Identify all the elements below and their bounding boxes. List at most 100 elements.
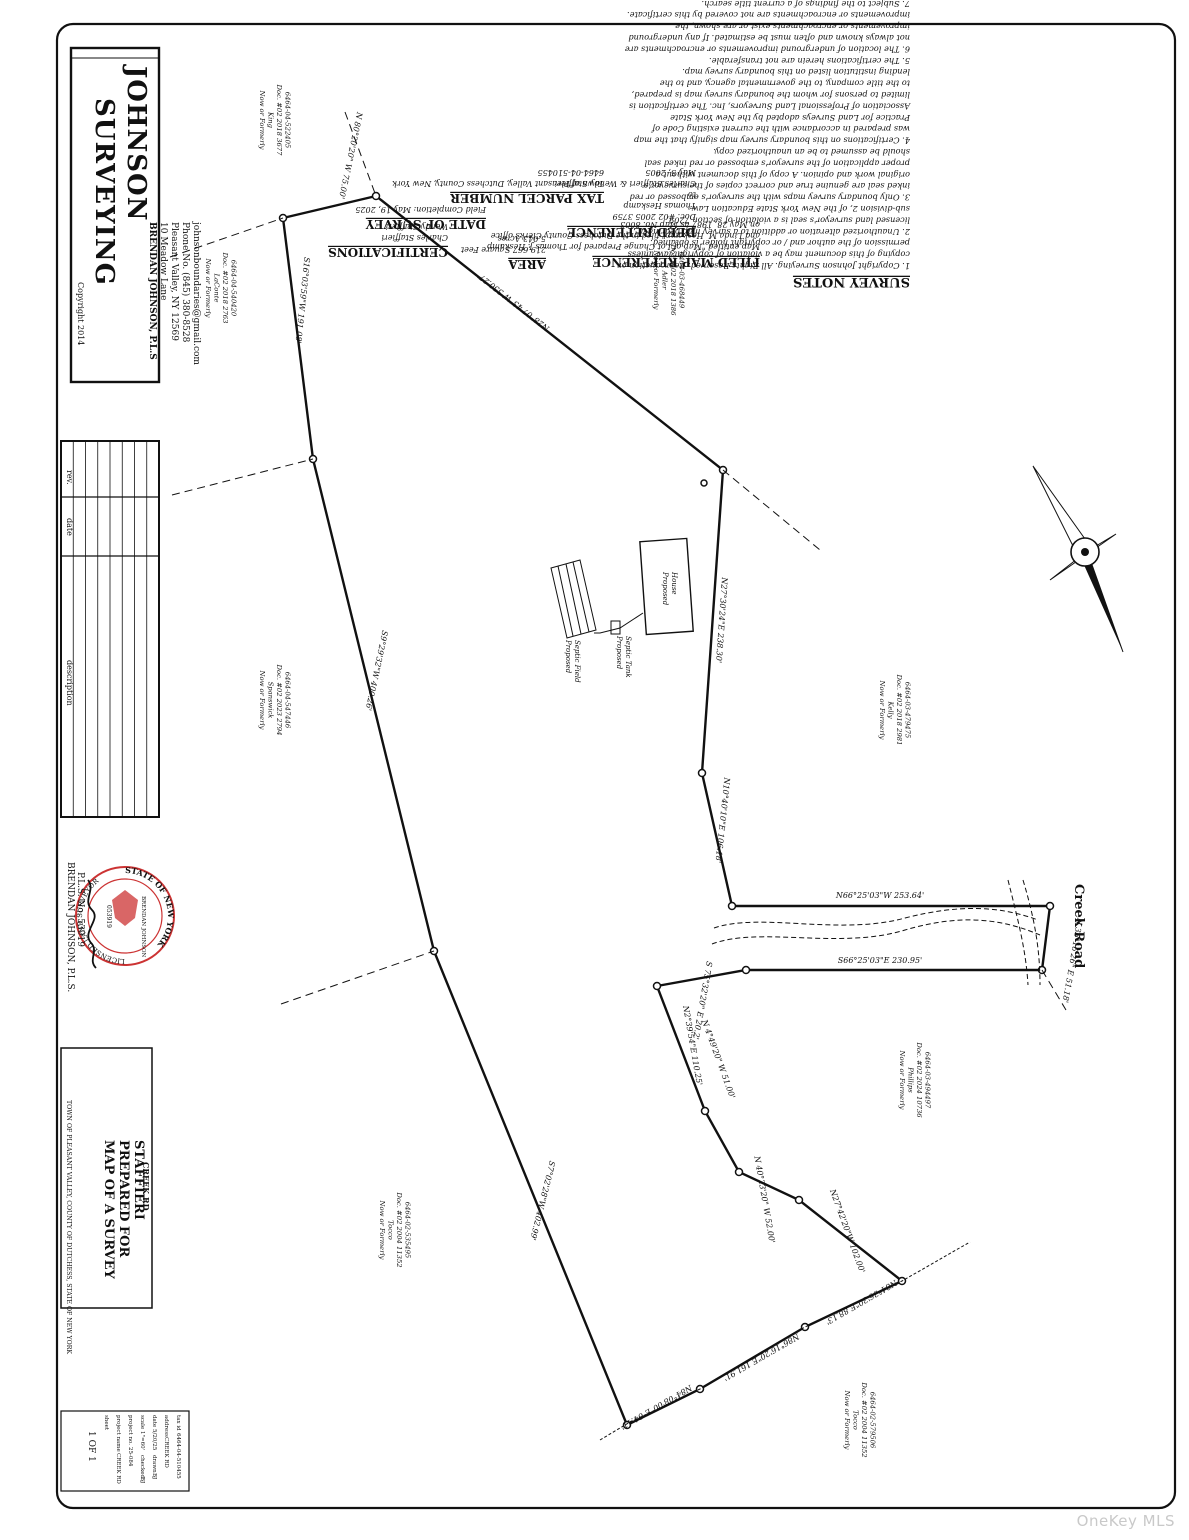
sheet-value: 1 OF 1 — [86, 1431, 96, 1462]
survey-note-line: permission of the author and / or copyri… — [650, 238, 910, 248]
tax-id-value: 6464-04-510455 — [175, 1433, 181, 1479]
survey-note-line: 3. Only boundary survey maps with the su… — [629, 193, 910, 203]
bearing-label: N66°25'03"W 253.64' — [835, 891, 924, 900]
tax-parcel-lines: Town of Pleasant Valley, Dutchess County… — [392, 168, 604, 188]
title-location: TOWN OF PLEASANT VALLEY, COUNTY OF DUTCH… — [65, 1100, 72, 1354]
seal-inner-name: BRENDAN JOHNSON — [140, 896, 146, 958]
seal-crest-icon — [112, 890, 138, 926]
owner-label-line: King — [267, 111, 275, 129]
creek-road-label: Creek Road — [1071, 884, 1086, 968]
owner-label-line: Doc. #02 2004 11352 — [395, 1191, 403, 1267]
date-column-header: date — [65, 518, 74, 536]
date-value: 5/20/25 — [151, 1429, 157, 1451]
owner-label-line: Doc. #02 2018 1386 — [669, 244, 677, 317]
checked-label: checked — [139, 1455, 145, 1479]
date-of-survey-lines: Field Completion: May 19, 2025 — [355, 205, 487, 214]
address-label: address — [163, 1415, 169, 1437]
owner-label-line: Doc. #02 2018 2763 — [221, 252, 229, 324]
owner-label-line: 6464-04-522405 — [284, 92, 292, 149]
rev-column-header: rev. — [65, 470, 74, 485]
logo-address-line: 10 Meadow Lane — [158, 222, 168, 300]
owner-label-line: 6464-02-535495 — [404, 1202, 412, 1259]
survey-note-line: improvements or encroachments exist or a… — [675, 22, 910, 32]
date-of-survey-line: Field Completion: May 19, 2025 — [355, 205, 487, 214]
survey-note-line: 4. Certifications on this boundary surve… — [633, 136, 911, 146]
survey-note-line: 6. The location of underground improveme… — [625, 44, 910, 54]
bearing-label: N10°40'10"E 106.18' — [714, 776, 732, 863]
survey-note-line: lending institution listed on this bound… — [682, 67, 910, 77]
deed-reference-line: Charles Staffieri & Wendy Staffieri — [554, 179, 696, 188]
bearing-label: N84°08'00"E 64.41' — [619, 1383, 694, 1432]
owner-label-line: Now or Formerly — [652, 250, 660, 310]
address-value: CREEK RD — [163, 1437, 169, 1468]
owner-label-line: Now or Formerly — [258, 90, 266, 150]
survey-note-line: licensed land surveyor's seal is a viola… — [666, 215, 910, 225]
owner-label-line: Adler — [661, 270, 669, 290]
survey-note-line: proper application of the surveyor's emb… — [644, 158, 910, 168]
survey-notes-block: SURVEY NOTES 1. Copyright Johnson Survey… — [617, 0, 911, 289]
owner-label-line: Phillips — [907, 1066, 915, 1093]
owner-label-line: 6464-02-579506 — [869, 1392, 877, 1449]
survey-note-line: was prepared in accordance with the curr… — [650, 124, 910, 134]
logo-address-line: BRENDAN JOHNSON, P.L.S — [147, 222, 157, 360]
adjoiner-lines — [169, 111, 1067, 1011]
logo-address-line: Phone No. (845) 380-8528 — [180, 222, 191, 343]
logo-address-line: Pleasant Valley, NY 12569 — [169, 222, 179, 341]
owner-label-line: LaConte — [213, 273, 221, 303]
bearing-label: N 4°49'20" W 51.00' — [700, 1018, 737, 1100]
title-road: CREEK RD — [141, 1162, 151, 1211]
logo-line2: SURVEYING — [89, 98, 119, 286]
project-no-label: project no. — [127, 1415, 133, 1445]
signature-license: P.L.S. No. 53919 — [75, 872, 85, 947]
proposed-house-text: Proposed — [661, 571, 669, 606]
proposed-house-text: House — [670, 571, 678, 595]
deed-reference-line: Doc. #02 2005 3759 — [613, 212, 697, 221]
date-label: date — [151, 1415, 157, 1427]
survey-note-line: improvements or encroachments are not co… — [627, 10, 910, 20]
revisions-table: rev. date description — [60, 440, 160, 818]
project-no-value: 25-084 — [127, 1447, 133, 1467]
owner-label-line: Now or Formerly — [898, 1050, 906, 1110]
owner-label-line: Tocco — [852, 1410, 860, 1430]
survey-note-line: 2. Unauthorized alteration or addition t… — [640, 227, 911, 237]
owner-label-line: Now or Formerly — [204, 258, 212, 318]
logo-address-line: johnsonboundaries@gmail.com — [191, 221, 201, 365]
survey-note-line: not always known and often must be estim… — [628, 33, 910, 43]
survey-note-line: Practice for Land Surveys adopted by the… — [670, 113, 911, 123]
logo-line1: JOHNSON — [121, 64, 151, 221]
survey-note-line: 5. The certifications herein are not tra… — [709, 56, 910, 66]
survey-note-line: should be assumed to be an unauthorized … — [713, 147, 910, 157]
sheet-border — [55, 22, 1177, 1510]
deed-reference-line: to — [688, 190, 696, 199]
owner-label-line: 6464-04-547446 — [284, 672, 292, 729]
creek-road — [711, 879, 1041, 986]
bearing-label: N84°36'30"E 88.13' — [824, 1278, 899, 1327]
owner-label-line: Now or Formerly — [878, 680, 886, 740]
project-name-value: CREEK RD — [115, 1453, 121, 1484]
survey-note-line: sub-division 2, of the New York State Ed… — [690, 204, 910, 214]
area-line: 219,667 Square Feet — [460, 245, 547, 254]
sheet-label: sheet — [103, 1415, 109, 1431]
logo-copyright: Copyright 2014 — [76, 282, 85, 345]
survey-notes-heading: SURVEY NOTES — [793, 274, 910, 289]
scale-label: scale — [139, 1415, 145, 1429]
tax-parcel-heading: TAX PARCEL NUMBER — [449, 191, 604, 205]
filed-map-line: and Linda M. Heskamp" filed in the Dutch… — [490, 231, 760, 240]
bearing-label: S16°03'59"W 191.08' — [293, 257, 311, 344]
boundary-corners — [278, 191, 1055, 1430]
filed-map-lines: Map entitled "Map of Lot Change Prepared… — [487, 220, 761, 251]
survey-note-line: Association of Professional Land Surveyo… — [629, 101, 911, 111]
owner-label-line: Doc. #02 2024 10736 — [915, 1041, 923, 1118]
